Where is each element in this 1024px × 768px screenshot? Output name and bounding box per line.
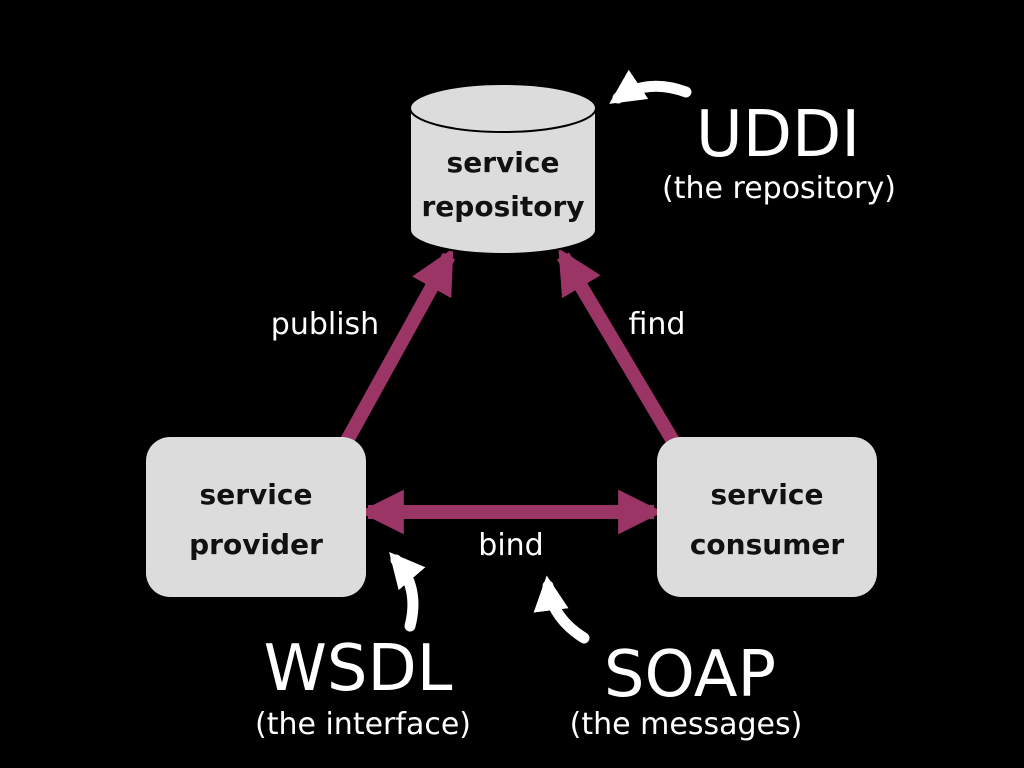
consumer-label-line1: service (711, 478, 824, 511)
wsdl-title: WSDL (264, 632, 453, 706)
soap-pointer-arrow (533, 575, 590, 644)
uddi-title: UDDI (696, 98, 860, 172)
provider-label-line2: provider (189, 528, 323, 561)
uddi-pointer-arrow (609, 69, 692, 104)
publish-arrow (337, 248, 456, 450)
publish-label: publish (271, 307, 379, 342)
provider-box (146, 437, 366, 597)
repository-cylinder-top (409, 83, 597, 133)
service-repository-node: service repository (409, 83, 597, 255)
consumer-box (657, 437, 877, 597)
soap-subtitle: (the messages) (570, 707, 803, 742)
service-provider-node: service provider (146, 437, 366, 597)
bind-label: bind (478, 528, 543, 563)
find-label: find (629, 307, 686, 342)
find-arrow (556, 248, 683, 450)
soap-title: SOAP (604, 638, 776, 712)
service-consumer-node: service consumer (657, 437, 877, 597)
uddi-subtitle: (the repository) (662, 171, 896, 206)
repository-cylinder-body (409, 107, 597, 255)
consumer-label-line2: consumer (690, 528, 845, 561)
provider-label-line1: service (200, 478, 313, 511)
wsdl-pointer-arrow (389, 551, 426, 632)
repository-label-line2: repository (421, 190, 584, 223)
repository-label-line1: service (447, 146, 560, 179)
wsdl-subtitle: (the interface) (255, 707, 471, 742)
